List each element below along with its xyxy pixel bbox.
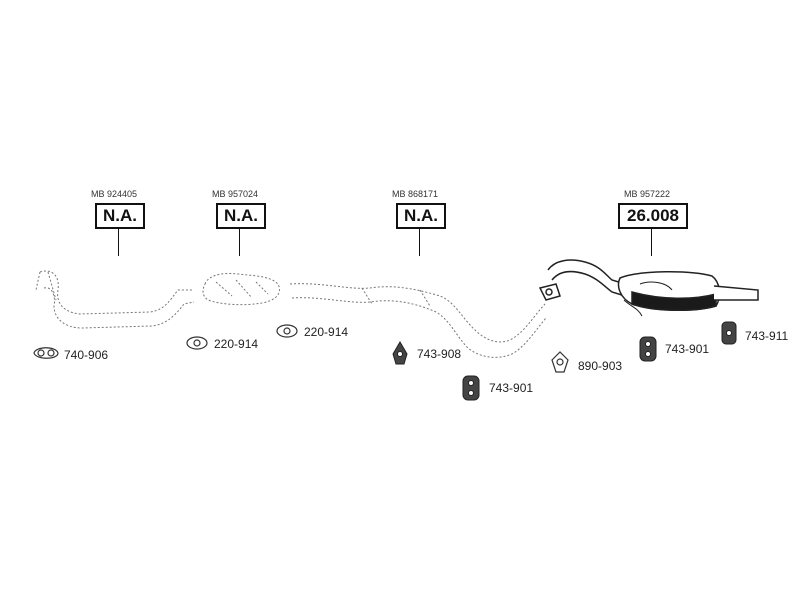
- assembly-code-box-3: N.A.: [396, 203, 446, 229]
- gasket-220-914-icon: [186, 336, 208, 350]
- assembly-code-box-1: N.A.: [95, 203, 145, 229]
- leader-line-2: [239, 229, 240, 256]
- part-label-743-911: 743-911: [745, 329, 789, 343]
- assembly-ref-1: MB 924405: [91, 189, 138, 199]
- leader-line-4: [651, 229, 652, 256]
- rubber-mount-743-901-icon: [462, 375, 480, 401]
- assembly-ref-4: MB 957222: [624, 189, 671, 199]
- assembly-code-box-4: 26.008: [618, 203, 688, 229]
- middle-pipe-drawing: [289, 283, 547, 358]
- gasket-220-914-b-icon: [276, 324, 298, 338]
- part-label-220-914-b: 220-914: [304, 325, 349, 339]
- catalytic-converter-drawing: [202, 273, 280, 306]
- rubber-mount-743-911-icon: [721, 321, 737, 345]
- gasket-890-903-icon: [551, 351, 569, 373]
- rear-silencer-drawing: [538, 259, 759, 317]
- leader-line-1: [118, 229, 119, 256]
- part-label-740-906: 740-906: [64, 348, 109, 362]
- leader-line-3: [419, 229, 420, 256]
- part-label-743-908: 743-908: [417, 347, 462, 361]
- rubber-mount-743-908-icon: [392, 341, 408, 365]
- gasket-740-906-icon: [33, 347, 59, 359]
- part-label-743-901: 743-901: [489, 381, 534, 395]
- assembly-ref-3: MB 868171: [392, 189, 439, 199]
- rubber-mount-743-901-b-icon: [639, 336, 657, 362]
- front-pipe-drawing: [35, 270, 195, 329]
- assembly-code-box-2: N.A.: [216, 203, 266, 229]
- part-label-220-914: 220-914: [214, 337, 259, 351]
- part-label-743-901-b: 743-901: [665, 342, 710, 356]
- assembly-ref-2: MB 957024: [212, 189, 259, 199]
- part-label-890-903: 890-903: [578, 359, 623, 373]
